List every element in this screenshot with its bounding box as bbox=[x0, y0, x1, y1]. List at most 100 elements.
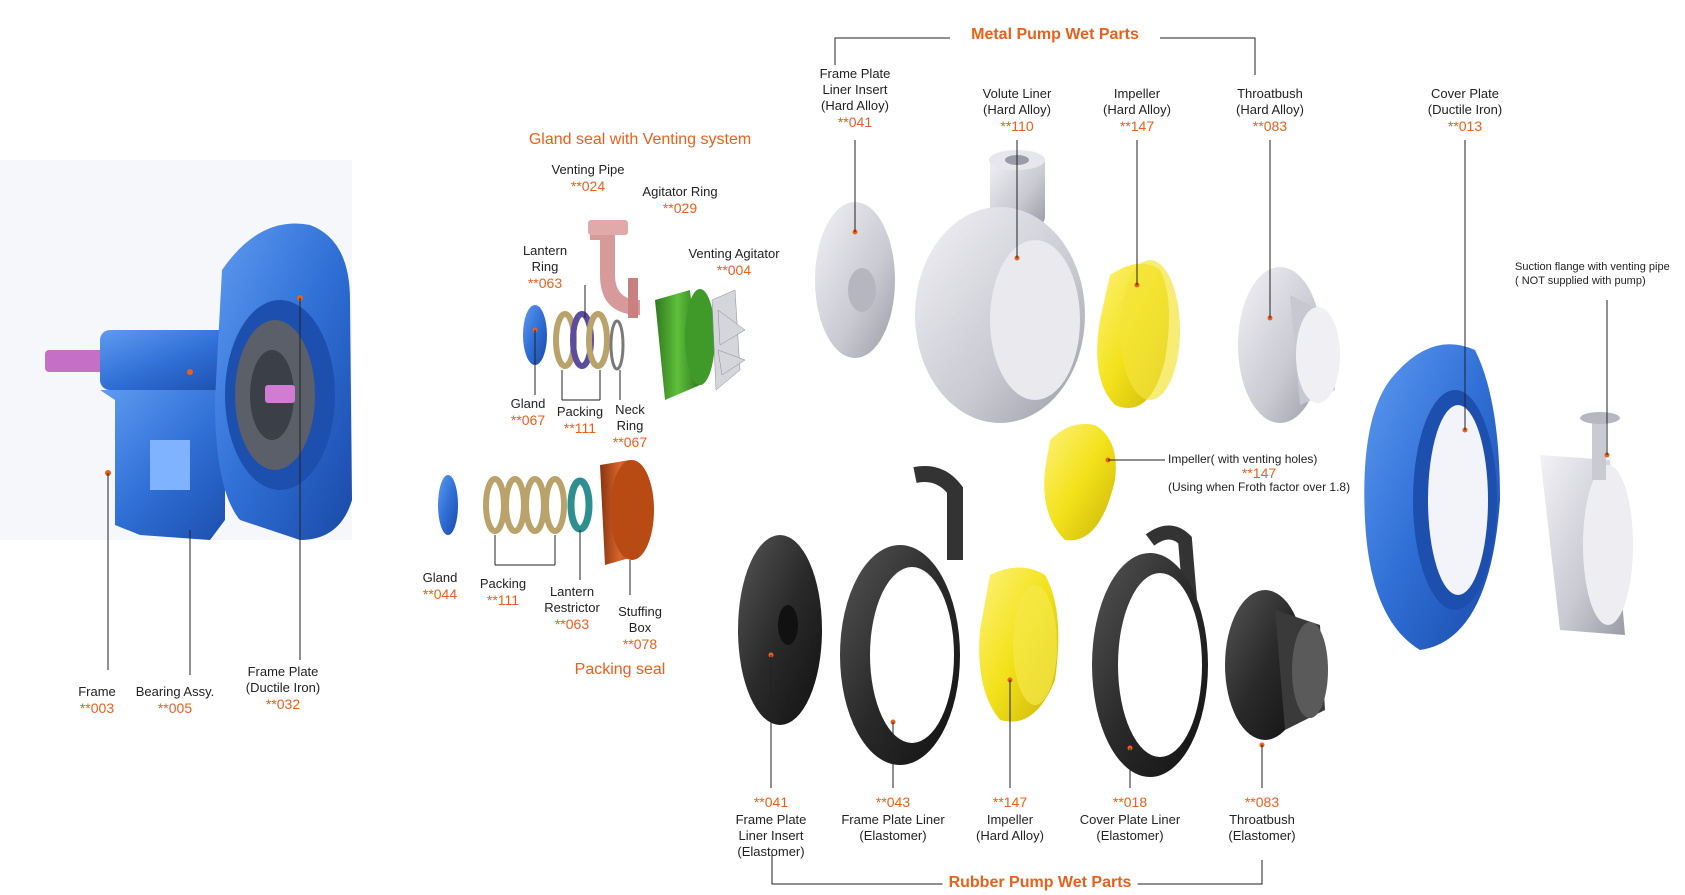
label-frame-plate-liner: **043 Frame Plate Liner (Elastomer) bbox=[841, 794, 944, 844]
label-venting-pipe: Venting Pipe **024 bbox=[551, 162, 624, 194]
frame-plate-name: Frame Plate bbox=[247, 664, 319, 679]
rubber-fpli-material: (Elastomer) bbox=[737, 844, 805, 859]
metal-fpli-material: (Hard Alloy) bbox=[821, 98, 889, 113]
label-packing-vent: Packing **111 bbox=[557, 404, 603, 436]
label-metal-fpli: Frame Plate Liner Insert (Hard Alloy) **… bbox=[820, 66, 891, 130]
metal-impeller-material: (Hard Alloy) bbox=[1103, 102, 1171, 117]
label-gland-vent: Gland **067 bbox=[511, 396, 546, 428]
label-bearing-assy: Bearing Assy. **005 bbox=[136, 684, 215, 716]
label-suction-flange: Suction flange with venting pipe ( NOT s… bbox=[1515, 260, 1670, 288]
gland-vent-name: Gland bbox=[510, 396, 546, 411]
cover-plate-code: **013 bbox=[1447, 118, 1483, 134]
metal-fpli-code: **041 bbox=[837, 114, 873, 130]
agitator-ring-name: Agitator Ring bbox=[642, 184, 718, 199]
metal-parts-drawing bbox=[815, 140, 1633, 650]
cover-plate-material: (Ductile Iron) bbox=[1427, 102, 1503, 117]
venting-impeller-code: **147 bbox=[1241, 465, 1277, 481]
volute-liner-code: **110 bbox=[1000, 118, 1034, 134]
frame-plate-code: **032 bbox=[265, 696, 301, 712]
agitator-ring-code: **029 bbox=[662, 200, 698, 216]
venting-agitator-name: Venting Agitator bbox=[688, 246, 780, 261]
label-neck-ring: Neck Ring **067 bbox=[613, 402, 647, 450]
label-lantern-ring: Lantern Ring **063 bbox=[523, 243, 567, 291]
frame-plate-liner-material: (Elastomer) bbox=[859, 828, 927, 843]
packing-seal-code: **111 bbox=[486, 592, 520, 608]
cover-plate-liner-material: (Elastomer) bbox=[1096, 828, 1164, 843]
frame-plate-liner-code: **043 bbox=[875, 794, 911, 810]
rubber-throatbush-code: **083 bbox=[1244, 794, 1280, 810]
rubber-impeller-code: **147 bbox=[992, 794, 1028, 810]
rubber-fpli-code: **041 bbox=[753, 794, 789, 810]
metal-title-bracket bbox=[834, 37, 1256, 75]
suction-flange-name: Suction flange with venting pipe bbox=[1515, 261, 1670, 273]
label-lantern-restrictor: Lantern Restrictor **063 bbox=[544, 584, 600, 632]
cover-plate-liner-name: Cover Plate Liner bbox=[1079, 812, 1181, 827]
label-frame: Frame **003 bbox=[78, 684, 116, 716]
label-stuffing-box: Stuffing Box **078 bbox=[618, 604, 662, 652]
volute-liner-name: Volute Liner bbox=[982, 86, 1052, 101]
metal-throatbush-code: **083 bbox=[1252, 118, 1288, 134]
label-cover-plate-liner: **018 Cover Plate Liner (Elastomer) bbox=[1080, 794, 1180, 844]
rubber-impeller-material: (Hard Alloy) bbox=[976, 828, 1044, 843]
packing-seal-name: Packing bbox=[479, 576, 527, 591]
label-rubber-impeller: **147 Impeller (Hard Alloy) bbox=[976, 794, 1044, 844]
venting-impeller-note: (Using when Froth factor over 1.8) bbox=[1168, 480, 1351, 494]
gland-vent-code: **067 bbox=[510, 412, 546, 428]
lantern-ring-name-2: Ring bbox=[531, 259, 559, 274]
stuffing-box-code: **078 bbox=[622, 636, 658, 652]
metal-throatbush-material: (Hard Alloy) bbox=[1236, 102, 1304, 117]
stuffing-box-name-2: Box bbox=[628, 620, 652, 635]
neck-ring-name: Neck bbox=[615, 402, 645, 417]
bearing-name: Bearing Assy. bbox=[135, 684, 215, 699]
frame-code: **003 bbox=[79, 700, 115, 716]
label-metal-throatbush: Throatbush (Hard Alloy) **083 bbox=[1236, 86, 1304, 134]
pump-assembly-drawing bbox=[0, 160, 352, 675]
cover-plate-name: Cover Plate bbox=[1431, 86, 1499, 101]
metal-impeller-code: **147 bbox=[1119, 118, 1155, 134]
bearing-code: **005 bbox=[157, 700, 193, 716]
cover-plate-liner-code: **018 bbox=[1112, 794, 1148, 810]
lantern-ring-name: Lantern bbox=[522, 243, 568, 258]
packing-seal-drawing bbox=[438, 460, 654, 595]
rubber-impeller-name: Impeller bbox=[986, 812, 1034, 827]
metal-impeller-name: Impeller bbox=[1113, 86, 1161, 101]
lantern-restrictor-code: **063 bbox=[554, 616, 590, 632]
label-gland-packing: Gland **044 bbox=[423, 570, 458, 602]
venting-pipe-name: Venting Pipe bbox=[551, 162, 625, 177]
lantern-restrictor-name-2: Restrictor bbox=[544, 600, 600, 615]
rubber-fpli-name: Frame Plate bbox=[735, 812, 807, 827]
metal-parts-title: Metal Pump Wet Parts bbox=[965, 26, 1145, 44]
packing-vent-name: Packing bbox=[556, 404, 604, 419]
volute-liner-material: (Hard Alloy) bbox=[983, 102, 1051, 117]
rubber-title-bracket bbox=[771, 855, 1263, 885]
neck-ring-name-2: Ring bbox=[616, 418, 644, 433]
label-venting-impeller: Impeller( with venting holes) **147 (Usi… bbox=[1168, 452, 1350, 494]
frame-plate-material: (Ductile Iron) bbox=[245, 680, 321, 695]
label-venting-agitator: Venting Agitator **004 bbox=[688, 246, 779, 278]
rubber-parts-title: Rubber Pump Wet Parts bbox=[942, 874, 1138, 892]
neck-ring-code: **067 bbox=[612, 434, 648, 450]
gland-vent-title: Gland seal with Venting system bbox=[528, 131, 752, 148]
suction-flange-note: ( NOT supplied with pump) bbox=[1515, 275, 1646, 287]
label-metal-impeller: Impeller (Hard Alloy) **147 bbox=[1103, 86, 1171, 134]
label-volute-liner: Volute Liner (Hard Alloy) **110 bbox=[983, 86, 1052, 134]
venting-agitator-code: **004 bbox=[716, 262, 752, 278]
rubber-fpli-name-2: Liner Insert bbox=[738, 828, 804, 843]
label-packing-seal: Packing **111 bbox=[480, 576, 526, 608]
metal-throatbush-name: Throatbush bbox=[1237, 86, 1303, 101]
label-agitator-ring: Agitator Ring **029 bbox=[642, 184, 717, 216]
lantern-ring-code: **063 bbox=[527, 275, 563, 291]
stuffing-box-name: Stuffing bbox=[618, 604, 662, 619]
metal-fpli-name: Frame Plate bbox=[819, 66, 891, 81]
packing-vent-code: **111 bbox=[563, 420, 597, 436]
lantern-restrictor-name: Lantern bbox=[549, 584, 595, 599]
rubber-parts-drawing bbox=[738, 466, 1328, 788]
rubber-throatbush-name: Throatbush bbox=[1229, 812, 1295, 827]
label-rubber-throatbush: **083 Throatbush (Elastomer) bbox=[1228, 794, 1295, 844]
packing-seal-title: Packing seal bbox=[574, 661, 666, 678]
gland-packing-name: Gland bbox=[422, 570, 458, 585]
label-rubber-fpli: **041 Frame Plate Liner Insert (Elastome… bbox=[736, 794, 807, 860]
metal-fpli-name-2: Liner Insert bbox=[822, 82, 888, 97]
